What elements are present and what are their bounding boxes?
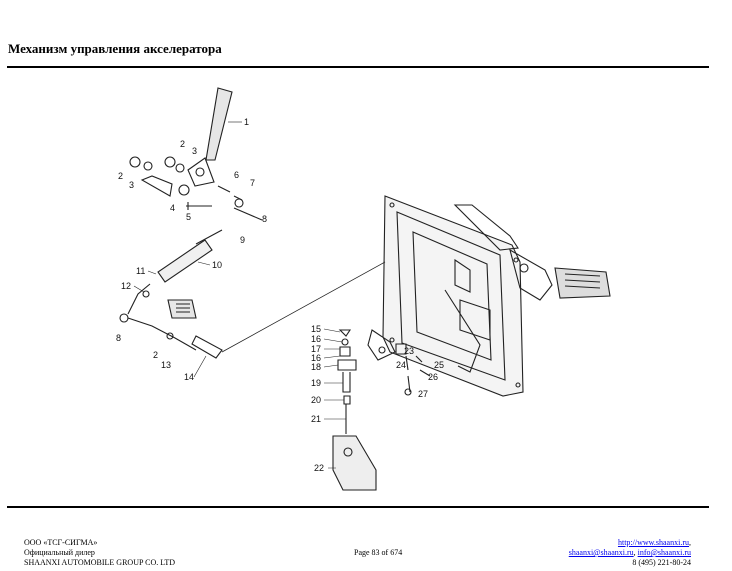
callout-14: 14 xyxy=(184,372,194,382)
callout-19: 19 xyxy=(311,378,321,388)
callout-2: 2 xyxy=(153,350,158,360)
callout-1: 1 xyxy=(244,117,249,127)
email-link-shaanxi[interactable]: shaanxi@shaanxi.ru xyxy=(568,548,634,557)
callout-24: 24 xyxy=(396,360,406,370)
callout-4: 4 xyxy=(170,203,175,213)
callout-6: 6 xyxy=(234,170,239,180)
footer-group: SHAANXI AUTOMOBILE GROUP CO. LTD xyxy=(24,558,176,567)
footer-right: http://www.shaanxi.ru, shaanxi@shaanxi.r… xyxy=(569,538,691,568)
footer-divider xyxy=(7,506,709,508)
callout-22: 22 xyxy=(314,463,324,473)
callout-18: 18 xyxy=(311,362,321,372)
callout-9: 9 xyxy=(240,235,245,245)
callout-27: 27 xyxy=(418,389,428,399)
footer-dealer: Официальный дилер xyxy=(24,548,95,557)
page-title: Механизм управления акселератора xyxy=(8,41,222,56)
header-divider xyxy=(7,66,709,68)
callout-17: 17 xyxy=(311,344,321,354)
callout-15: 15 xyxy=(311,324,321,334)
callout-21: 21 xyxy=(311,414,321,424)
callout-3: 3 xyxy=(192,146,197,156)
callout-8: 8 xyxy=(262,214,267,224)
accelerator-mechanism-diagram: 1 2 3 2 3 4 5 6 7 8 9 10 11 12 8 2 13 14… xyxy=(116,87,611,491)
email-separator: , xyxy=(633,548,638,557)
callout-10: 10 xyxy=(212,260,222,270)
footer-company: ООО «ТСГ-СИГМА» xyxy=(24,538,98,547)
leader-lines xyxy=(133,121,346,469)
callout-25: 25 xyxy=(434,360,444,370)
callout-20: 20 xyxy=(311,395,321,405)
callout-16: 16 xyxy=(311,353,321,363)
callout-3: 3 xyxy=(129,180,134,190)
callout-11: 11 xyxy=(136,266,145,276)
footer-phone: 8 (495) 221-80-24 xyxy=(632,558,691,567)
callout-2: 2 xyxy=(118,171,123,181)
callout-23: 23 xyxy=(404,346,414,356)
footer-left: ООО «ТСГ-СИГМА» Официальный дилер SHAANX… xyxy=(24,538,175,568)
footer-page-number: Page 83 of 674 xyxy=(354,548,403,557)
callout-labels: 1 2 3 2 3 4 5 6 7 8 9 10 11 12 8 2 13 14… xyxy=(116,117,444,473)
frame-panel xyxy=(382,195,611,397)
url-suffix: , xyxy=(689,538,691,547)
callout-12: 12 xyxy=(121,281,131,291)
lower-linkage xyxy=(332,329,431,491)
callout-8: 8 xyxy=(116,333,121,343)
callout-2: 2 xyxy=(180,139,185,149)
email-link-info[interactable]: info@shaanxi.ru xyxy=(637,548,691,557)
callout-7: 7 xyxy=(250,178,255,188)
callout-13: 13 xyxy=(161,360,171,370)
callout-5: 5 xyxy=(186,212,191,222)
pedal-arm-parts xyxy=(119,87,386,359)
callout-26: 26 xyxy=(428,372,438,382)
website-link[interactable]: http://www.shaanxi.ru xyxy=(617,538,689,547)
callout-16: 16 xyxy=(311,334,321,344)
